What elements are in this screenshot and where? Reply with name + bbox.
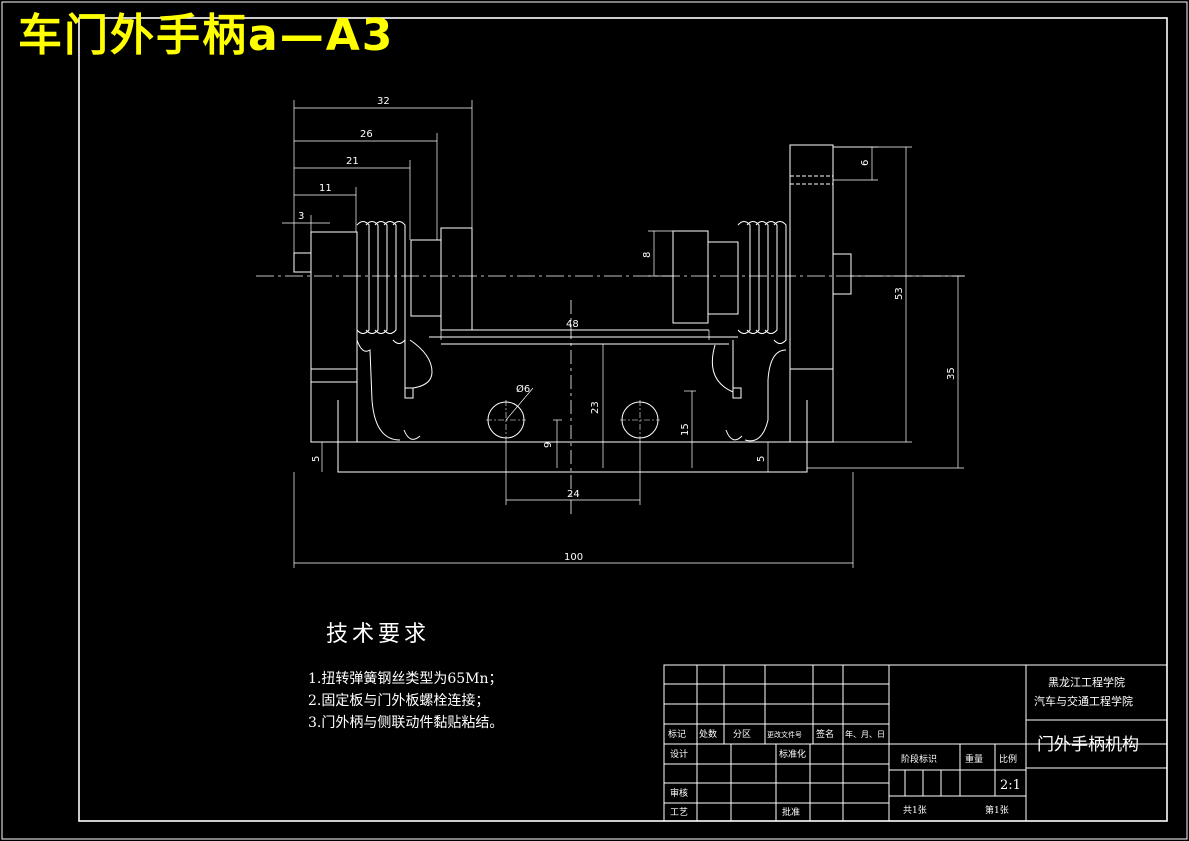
dim-6: 6 [860, 160, 871, 166]
tb-count: 处数 [699, 728, 717, 740]
tb-doc: 更改文件号 [767, 730, 802, 739]
tb-sheet-no: 第1张 [985, 804, 1009, 816]
dim-5-right: 5 [756, 456, 767, 462]
dim-53: 53 [894, 287, 905, 300]
tb-standardize: 标准化 [779, 748, 806, 760]
drawing-frame [78, 17, 1168, 822]
dimension-lines [282, 100, 964, 568]
tb-design: 设计 [670, 748, 688, 760]
dim-15: 15 [680, 423, 691, 436]
dim-21: 21 [346, 156, 359, 167]
base-plate [337, 400, 808, 473]
dim-35: 35 [946, 367, 957, 380]
dim-24: 24 [567, 489, 580, 500]
tb-sign: 签名 [816, 728, 834, 740]
dim-23: 23 [590, 401, 601, 414]
tb-drawing-name: 门外手柄机构 [1037, 735, 1139, 755]
dim-11: 11 [319, 183, 332, 194]
right-assembly [672, 144, 852, 443]
dim-phi6: Ø6 [516, 383, 530, 395]
tech-requirements-title: 技术要求 [326, 622, 431, 647]
dim-100: 100 [564, 552, 583, 563]
tb-date: 年、月、日 [845, 729, 885, 739]
dim-8: 8 [642, 252, 653, 258]
tb-total-sheets: 共1张 [903, 805, 927, 816]
tb-zone: 分区 [733, 729, 751, 740]
tb-school-2: 汽车与交通工程学院 [1034, 694, 1133, 708]
tech-requirement-item: 1.扭转弹簧钢丝类型为65Mn； [308, 671, 503, 687]
dim-9: 9 [543, 442, 554, 448]
left-assembly [293, 221, 473, 443]
tech-requirement-item: 2.固定板与门外板螺栓连接； [308, 693, 490, 709]
dim-48: 48 [566, 319, 579, 330]
dim-5-left: 5 [311, 456, 322, 462]
title-block [663, 664, 1168, 822]
tb-scale: 比例 [999, 753, 1017, 765]
tb-process: 工艺 [670, 807, 688, 818]
tb-weight: 重量 [965, 753, 983, 765]
dim-32: 32 [377, 96, 390, 107]
dim-26: 26 [360, 129, 373, 140]
tb-approve: 批准 [782, 806, 800, 818]
tb-mark: 标记 [668, 728, 686, 740]
tech-requirement-item: 3.门外柄与侧联动件黏贴粘结。 [308, 715, 504, 731]
tb-review: 审核 [670, 787, 688, 799]
dim-3: 3 [298, 211, 304, 222]
tb-stage-mark: 阶段标识 [901, 753, 937, 765]
tb-scale-value: 2:1 [1000, 778, 1021, 793]
overlay-title: 车门外手柄a—A3 [18, 10, 395, 61]
tech-requirements-list: 1.扭转弹簧钢丝类型为65Mn； 2.固定板与门外板螺栓连接； 3.门外柄与侧联… [308, 668, 503, 734]
tb-school-1: 黑龙江工程学院 [1048, 675, 1125, 689]
